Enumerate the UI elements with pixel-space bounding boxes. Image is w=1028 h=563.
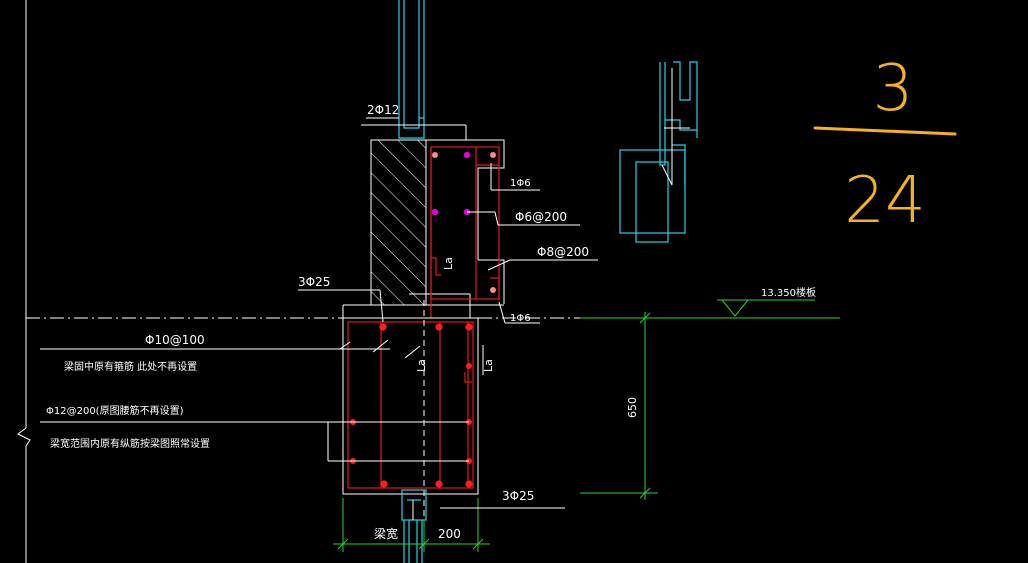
label-stirrup-mid: Φ6@200 bbox=[515, 210, 567, 224]
leader-lines bbox=[40, 117, 598, 509]
handwritten-fraction: 3 24 bbox=[813, 52, 957, 238]
beam-bars bbox=[350, 323, 473, 488]
label-stirrup-top: 1Φ6 bbox=[510, 178, 531, 189]
cyan-window-frame bbox=[398, 0, 425, 139]
label-beam-top-bars: 3Φ25 bbox=[298, 275, 330, 289]
bottom-dimension bbox=[333, 498, 490, 552]
masonry-wall-hatch bbox=[370, 139, 427, 306]
label-note-side-bars: 梁宽范围内原有纵筋按梁图照常设置 bbox=[50, 437, 210, 450]
label-elevation: 13.350楼板 bbox=[761, 286, 816, 299]
label-anchor-la-1: La bbox=[442, 257, 455, 270]
label-dim-beam-width: 梁宽 bbox=[374, 526, 398, 541]
label-anchor-la-3: La bbox=[482, 359, 495, 372]
label-beam-bottom-bars: 3Φ25 bbox=[502, 489, 534, 503]
elevation-marker bbox=[717, 299, 815, 317]
beam-side-bar-lines bbox=[353, 345, 484, 462]
upper-column-rebar bbox=[430, 146, 500, 318]
label-note-existing-stirrup: 梁固中原有箍筋 此处不再设置 bbox=[64, 360, 197, 373]
white-window-section-lines bbox=[661, 68, 690, 186]
fraction-bar bbox=[813, 126, 957, 136]
upper-column-outline bbox=[342, 124, 505, 318]
left-boundary-line bbox=[17, 0, 31, 563]
label-dim-width: 200 bbox=[438, 527, 461, 541]
cyan-window-section bbox=[619, 61, 698, 243]
beam-rebar-cage bbox=[347, 321, 474, 489]
label-beam-stirrup: Φ10@100 bbox=[145, 333, 205, 347]
upper-column-bars bbox=[431, 151, 496, 293]
fraction-numerator: 3 bbox=[873, 52, 914, 126]
height-dimension bbox=[580, 312, 658, 500]
beam-outline bbox=[342, 317, 479, 495]
fraction-denominator: 24 bbox=[844, 164, 925, 238]
label-stirrup-bottom: 1Φ6 bbox=[510, 313, 531, 324]
label-side-bars: Φ12@200(原图腰筋不再设置) bbox=[46, 404, 184, 417]
label-stirrup-lower: Φ8@200 bbox=[537, 245, 589, 259]
cyan-lower-window bbox=[401, 489, 427, 563]
label-anchor-la-2: La bbox=[415, 359, 428, 372]
label-top-bar: 2Φ12 bbox=[367, 103, 399, 117]
label-dim-height: 650 bbox=[626, 397, 639, 418]
